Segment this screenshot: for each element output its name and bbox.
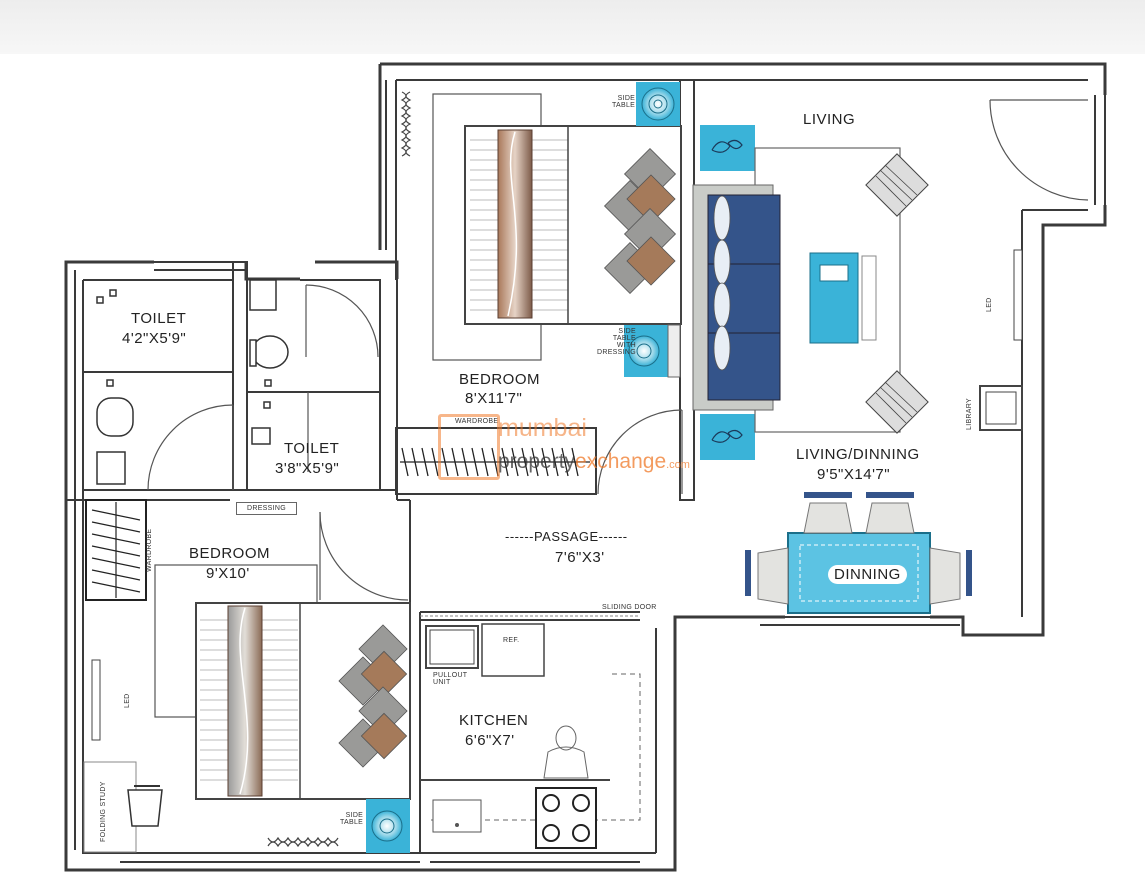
toilet2-name: TOILET bbox=[284, 440, 340, 457]
kitchen-size: 6'6"X7' bbox=[465, 732, 515, 749]
wardrobe-left bbox=[85, 499, 147, 601]
toilet2-size: 3'8"X5'9" bbox=[275, 460, 340, 477]
bedroom2-size: 9'X10' bbox=[206, 565, 250, 582]
bedroom1-size: 8'X11'7" bbox=[465, 390, 523, 407]
dinning-table-label: DINNING bbox=[828, 565, 907, 584]
dining-table bbox=[745, 492, 972, 614]
led-left-label: LED bbox=[124, 693, 131, 708]
kitchen-name: KITCHEN bbox=[459, 712, 529, 729]
wardrobe-left-label: WARDROBE bbox=[146, 528, 153, 572]
living-area bbox=[692, 125, 1023, 460]
bed-bottom bbox=[154, 564, 411, 800]
passage-name: ------PASSAGE------ bbox=[505, 529, 628, 544]
wardrobe-top-label: WARDROBE bbox=[455, 418, 499, 425]
kitchen-fixtures bbox=[420, 623, 610, 849]
watermark-line2: propertyexchange.com bbox=[498, 450, 690, 473]
toilet-fixtures bbox=[96, 279, 289, 485]
dressing-label: DRESSING bbox=[236, 502, 297, 515]
living-name: LIVING bbox=[803, 111, 856, 128]
passage-size: 7'6"X3' bbox=[555, 549, 605, 566]
led-right-label: LED bbox=[986, 297, 993, 312]
sliding-door-label: SLIDING DOOR bbox=[602, 604, 657, 611]
library-label: LIBRARY bbox=[966, 398, 973, 430]
bedroom2-name: BEDROOM bbox=[189, 545, 271, 562]
bedroom1-name: BEDROOM bbox=[459, 371, 541, 388]
watermark-logo-icon bbox=[438, 414, 500, 480]
living-dinning-name: LIVING/DINNING bbox=[796, 446, 920, 463]
toilet1-size: 4'2"X5'9" bbox=[122, 330, 187, 347]
top-banner bbox=[0, 0, 1145, 54]
folding-study-label: FOLDING STUDY bbox=[100, 781, 107, 842]
living-dinning-size: 9'5"X14'7" bbox=[817, 466, 891, 483]
ref-label: REF. bbox=[503, 637, 520, 644]
watermark-line1: mumbai bbox=[498, 414, 587, 442]
bed-top bbox=[432, 93, 682, 361]
toilet1-name: TOILET bbox=[131, 310, 187, 327]
